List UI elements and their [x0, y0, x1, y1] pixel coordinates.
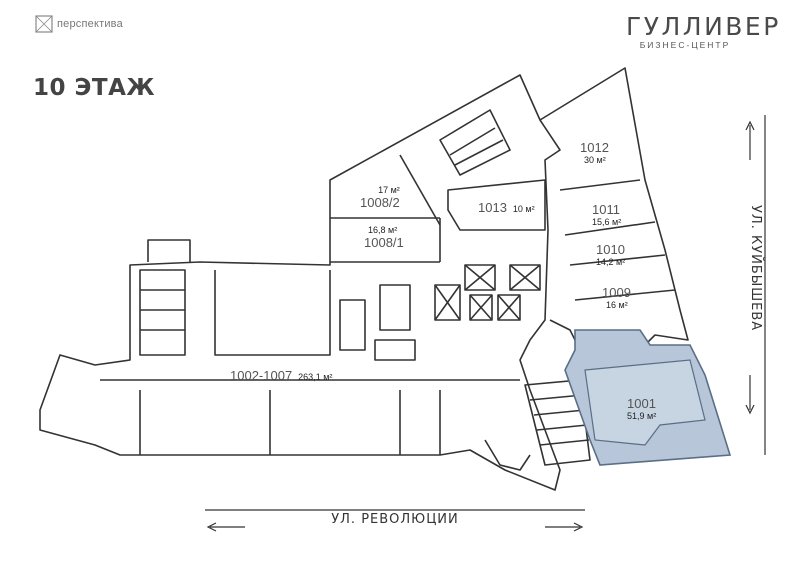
room-area: 10 м²: [512, 204, 535, 214]
room-label-1009[interactable]: 1009 16 м²: [602, 285, 631, 310]
perspektiva-logo-icon: [35, 15, 53, 33]
room-label-1008-2[interactable]: 17 м² 1008/2: [360, 185, 400, 210]
room-label-1002-1007[interactable]: 1002-1007 263,1 м²: [230, 368, 332, 383]
stair-top: [439, 109, 511, 176]
room-area: 15,6 м²: [592, 217, 622, 227]
elevator-2: [509, 264, 541, 291]
logo-text: перспектива: [57, 18, 123, 30]
room-number: 1008/1: [364, 235, 404, 250]
floor-title: 10 ЭТАЖ: [33, 75, 156, 101]
room-number: 1010: [596, 242, 625, 257]
room-area: 17 м²: [378, 185, 400, 195]
room-number: 1012: [580, 140, 609, 155]
room-number: 1008/2: [360, 195, 400, 210]
room-label-1008-1[interactable]: 16,8 м² 1008/1: [364, 225, 404, 250]
room-number: 1011: [592, 202, 620, 217]
brand-block: ГУЛЛИВЕР БИЗНЕС-ЦЕНТР: [626, 12, 781, 50]
room-number: 1013: [478, 200, 507, 215]
brand-subtitle: БИЗНЕС-ЦЕНТР: [639, 40, 731, 50]
room-area: 16 м²: [606, 300, 628, 310]
elevator-3: [434, 284, 461, 321]
perspektiva-logo: перспектива: [35, 15, 123, 33]
elevator-4: [469, 294, 493, 321]
balcony: [147, 239, 191, 262]
street-right-label: УЛ. КУЙБЫШЕВА: [748, 205, 763, 332]
room-area: 14,2 м²: [596, 257, 626, 267]
stair-left: [139, 269, 186, 356]
street-bottom-label: УЛ. РЕВОЛЮЦИИ: [331, 512, 459, 527]
room-area: 263,1 м²: [298, 372, 333, 382]
room-label-1001[interactable]: 1001 51,9 м²: [627, 396, 656, 421]
stair-bottom: [524, 379, 591, 466]
room-label-1010[interactable]: 1010 14,2 м²: [596, 242, 625, 267]
room-area: 16,8 м²: [368, 225, 398, 235]
brand-name: ГУЛЛИВЕР: [626, 12, 781, 41]
elevator-5: [497, 294, 521, 321]
room-label-1013[interactable]: 1013 10 м²: [478, 200, 535, 215]
street-right: УЛ. КУЙБЫШЕВА: [747, 205, 765, 385]
building-outline-main: [39, 74, 561, 491]
room-number: 1009: [602, 285, 631, 300]
room-label-1012[interactable]: 1012 30 м²: [580, 140, 609, 165]
room-area: 30 м²: [584, 155, 606, 165]
room-area: 51,9 м²: [627, 411, 657, 421]
elevator-1: [464, 264, 496, 291]
room-number: 1002-1007: [230, 368, 293, 383]
room-label-1011[interactable]: 1011 15,6 м²: [592, 202, 621, 227]
street-bottom: УЛ. РЕВОЛЮЦИИ: [205, 512, 585, 527]
room-number: 1001: [627, 396, 656, 411]
